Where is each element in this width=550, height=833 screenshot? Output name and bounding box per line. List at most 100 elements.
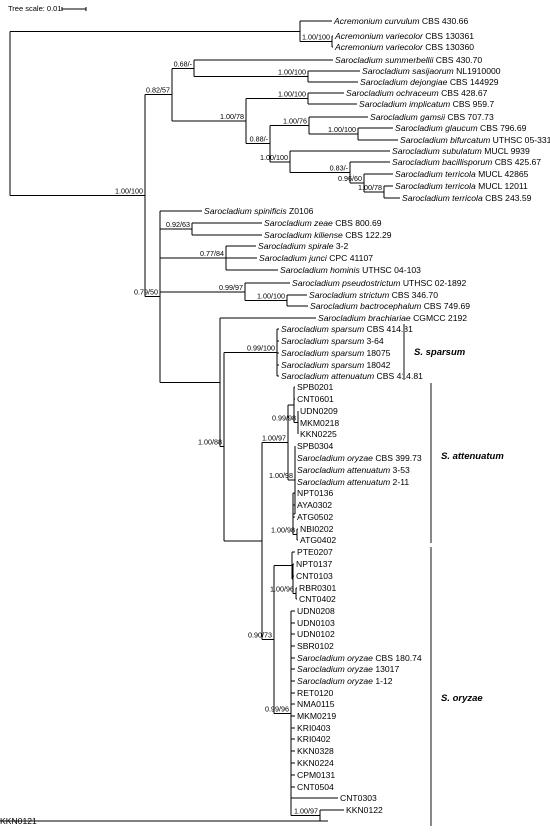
tip-species: Sarocladium hominis [280,265,362,275]
tip-label: Sarocladium junci CPC 41107 [259,253,373,263]
tip-species: Sarocladium bifurcatum [400,135,493,145]
tip-label: Sarocladium attenuatum CBS 414.81 [281,371,423,381]
support-value: 0.83/- [330,164,349,173]
tip-strain: AYA0302 [297,500,332,510]
tip-label: Sarocladium gamsii CBS 707.73 [370,112,494,122]
tip-label: Sarocladium attenuatum 3-53 [297,465,410,475]
tip-strain: CBS 959.7 [453,99,495,109]
tip-strain: UTHSC 05-3311 [493,135,550,145]
tip-species: Sarocladium spinificis [204,206,289,216]
tip-strain: KRI0402 [297,734,331,744]
tip-strain: SBR0102 [297,641,334,651]
tip-label: Sarocladium subulatum MUCL 9939 [392,146,530,156]
support-value: 1.00/98 [271,526,295,535]
tip-label: Acremonium variecolor CBS 130360 [334,42,474,52]
tip-strain: CBS 399.73 [375,453,422,463]
tip-strain: CBS 425.67 [495,157,542,167]
tip-label: CNT0601 [297,394,334,404]
tip-species: Sarocladium sparsum [281,336,367,346]
tip-species: Sarocladium oryzae [297,653,375,663]
tip-strain: CNT0504 [297,782,334,792]
tip-species: Sarocladium pseudostrictum [292,278,403,288]
tip-label: UDN0208 [297,606,335,616]
tip-strain: MKM0219 [297,711,336,721]
tip-label: KKN0225 [300,429,337,439]
tip-strain: CBS 707.73 [447,112,494,122]
tip-strain: UTHSC 02-1892 [403,278,467,288]
tip-species: Sarocladium brachiariae [318,313,413,323]
tip-label: Sarocladium oryzae CBS 399.73 [297,453,422,463]
tip-strain: KKN0225 [300,429,337,439]
tip-strain: 3-53 [393,465,410,475]
support-value: 1.00/100 [278,68,306,77]
support-value: 1.00/78 [358,183,382,192]
tip-strain: 18075 [367,348,391,358]
tip-label: Sarocladium oryzae CBS 180.74 [297,653,422,663]
tip-label: Sarocladium spinificis Z0106 [204,206,314,216]
tip-species: Sarocladium attenuatum [297,477,393,487]
tip-species: Sarocladium spirale [258,241,336,251]
tip-labels: Acremonium curvulum CBS 430.66Acremonium… [0,16,550,826]
support-value: 0.82/57 [146,86,170,95]
support-value: 1.00/96 [270,585,294,594]
support-value: 1.00/97 [262,433,286,442]
tip-label: NBI0202 [300,524,334,534]
tip-label: Acremonium curvulum CBS 430.66 [333,16,468,26]
tip-strain: MKM0218 [300,418,339,428]
tip-label: CNT0504 [297,782,334,792]
tip-species: Sarocladium oryzae [297,676,375,686]
tip-label: MKM0219 [297,711,336,721]
support-value: 0.96/60 [338,174,362,183]
tip-strain: UTHSC 04-103 [362,265,421,275]
support-value: 1.00/100 [115,187,143,196]
tree-branches [0,20,400,822]
tip-label: Sarocladium zeae CBS 800.69 [264,218,382,228]
tip-strain: CNT0303 [340,793,377,803]
tip-strain: NMA0115 [297,699,335,709]
support-value: 1.00/100 [302,33,330,42]
support-value: 0.99/97 [219,283,243,292]
tip-label: CNT0103 [296,571,333,581]
tip-label: KKN0121 [0,816,37,826]
tip-species: Sarocladium strictum [309,290,392,300]
tip-strain: KKN0122 [346,805,383,815]
support-value: 0.77/84 [200,249,224,258]
support-value: 0.99/100 [247,344,275,353]
support-values: 1.00/1001.00/1000.68/-1.00/1001.00/1001.… [115,33,382,816]
tip-strain: KRI0403 [297,723,331,733]
tip-label: UDN0209 [300,406,338,416]
tip-strain: CBS 346.70 [392,290,439,300]
tip-label: Sarocladium oryzae 1-12 [297,676,393,686]
tip-strain: CBS 430.66 [422,16,469,26]
tip-label: SPB0201 [297,382,334,392]
tip-strain: UDN0208 [297,606,335,616]
support-value: 0.92/63 [166,220,190,229]
tip-strain: KKN0121 [0,816,37,826]
support-value: 1.00/100 [278,90,306,99]
clade-label: S. sparsum [414,347,466,358]
tip-label: UDN0102 [297,629,335,639]
tip-label: CPM0131 [297,770,335,780]
tip-label: Sarocladium sparsum CBS 414.81 [281,324,413,334]
tip-strain: CPM0131 [297,770,335,780]
tip-strain: CGMCC 2192 [413,313,467,323]
clade-label: S. oryzae [441,693,483,704]
support-value: 1.00/100 [260,153,288,162]
tip-strain: KKN0328 [297,746,334,756]
tip-label: Sarocladium bactrocephalum CBS 749.69 [310,301,470,311]
tip-species: Sarocladium attenuatum [281,371,377,381]
tip-label: Sarocladium strictum CBS 346.70 [309,290,438,300]
tip-strain: 18042 [367,360,391,370]
tip-species: Sarocladium bacillisporum [392,157,495,167]
tip-strain: CBS 130361 [425,31,474,41]
tip-species: Sarocladium zeae [264,218,335,228]
tree-scale-label: Tree scale: 0.01 [8,4,62,13]
tip-label: Sarocladium ochraceum CBS 428.67 [346,88,488,98]
tip-species: Sarocladium subulatum [392,146,484,156]
tip-strain: 3-2 [336,241,349,251]
tip-species: Sarocladium dejongiae [360,77,450,87]
tip-label: SPB0304 [297,441,334,451]
tip-strain: ATG0402 [300,535,336,545]
support-value: 1.00/100 [257,292,285,301]
tip-label: MKM0218 [300,418,339,428]
